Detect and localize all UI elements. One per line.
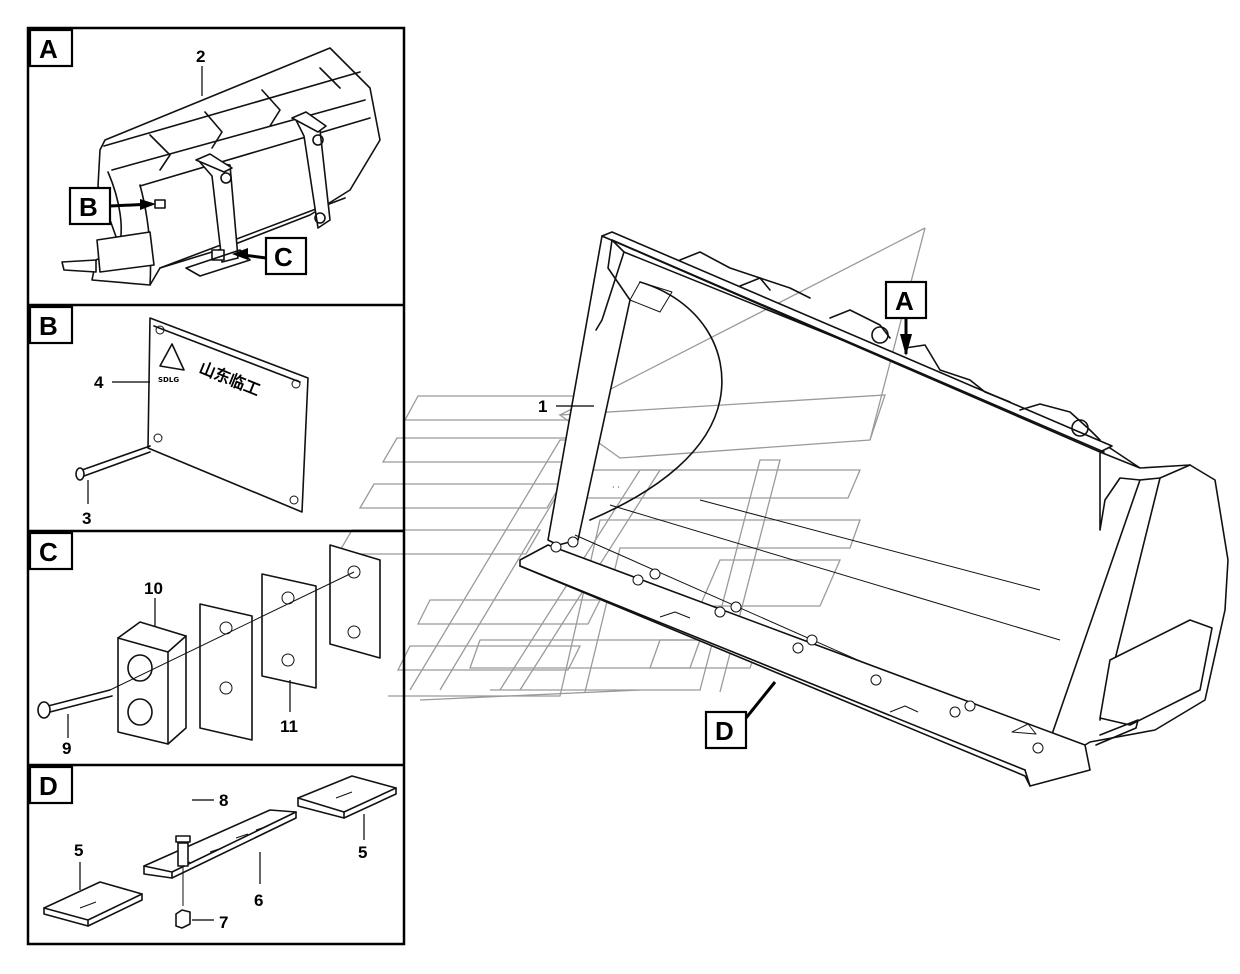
cutting-edge-bolts: [550, 536, 1044, 754]
part-label-1: 1: [538, 397, 547, 416]
callout-d-letter: D: [715, 716, 734, 746]
logo-triangle-icon: [1011, 723, 1037, 735]
wear-strip-center: [143, 809, 297, 879]
panel-b-tag: [28, 305, 74, 345]
panel-a-callout-b-letter: B: [79, 192, 98, 222]
panel-d-label-8: 8: [219, 791, 228, 810]
nameplate-logo-text: SDLG: [158, 376, 179, 384]
panel-c-label-9: 9: [62, 739, 71, 758]
sdlg-logo-icon: [159, 343, 185, 371]
panel-d: D 8: [28, 765, 397, 932]
wear-strip-small-left: [43, 881, 143, 927]
main-bucket-view: · · 1 A D: [519, 231, 1229, 787]
panel-a-callout-b[interactable]: [68, 186, 112, 226]
panel-d-letter: D: [39, 771, 58, 801]
panel-b-label-4: 4: [94, 373, 104, 392]
panel-c: C 10 11 9: [28, 531, 381, 758]
panel-c-letter: C: [39, 537, 58, 567]
callout-box-a[interactable]: [884, 280, 928, 320]
bucket-rear-view: [61, 47, 381, 286]
wear-strip-small-right: [297, 775, 397, 819]
panel-b-letter: B: [39, 311, 58, 341]
panel-c-label-11: 11: [280, 717, 298, 736]
callout-a-letter: A: [895, 286, 914, 316]
spacer-bolt: [37, 571, 355, 719]
watermark-logo: [336, 227, 926, 701]
callout-box-d[interactable]: [704, 710, 748, 750]
svg-text:· ·: · ·: [612, 483, 620, 492]
panel-c-tag: [28, 531, 74, 571]
panel-d-tag: [28, 765, 74, 805]
panel-b-label-3: 3: [82, 509, 91, 528]
panel-a-callout-c-letter: C: [274, 242, 293, 272]
panel-a-label-2: 2: [196, 47, 205, 66]
spacer-block: [117, 621, 187, 745]
detail-panels-frame: [26, 26, 406, 946]
bucket-cutting-edge: [519, 544, 1091, 787]
panel-a-tag: [28, 28, 74, 68]
panel-c-label-10: 10: [144, 579, 163, 598]
panel-b: B SDLG 山东临工 4 3: [28, 305, 309, 528]
nameplate: SDLG 山东临工: [147, 317, 309, 513]
bucket-right-wear-plate: [1099, 619, 1213, 726]
panel-d-label-6: 6: [254, 891, 263, 910]
panel-d-label-5-left: 5: [74, 841, 83, 860]
panel-a: A 2 B C: [28, 28, 381, 286]
bucket-top-beam: [601, 231, 1113, 453]
bucket-left-side-plate: [547, 235, 631, 546]
panel-a-letter: A: [39, 34, 58, 64]
panel-a-wear-pad: [96, 231, 155, 273]
panel-d-label-5-right: 5: [358, 843, 367, 862]
panel-d-label-7: 7: [219, 913, 228, 932]
wear-strip-bolt: [175, 835, 191, 906]
wear-strip-nut: [175, 909, 191, 929]
plate-screw: [75, 445, 151, 481]
panel-a-callout-c[interactable]: [264, 236, 308, 276]
bucket-inner-bracket: [629, 281, 673, 313]
shim-plates: [199, 544, 381, 741]
